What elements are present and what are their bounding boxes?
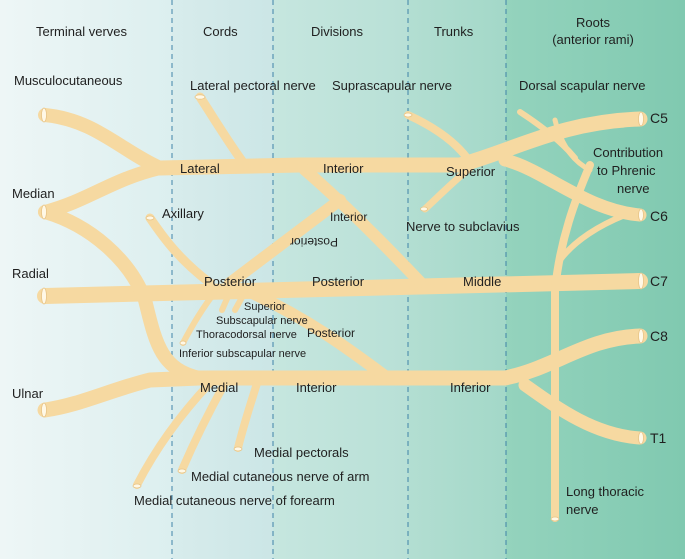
cut-end-t1 xyxy=(638,431,644,445)
label-medial-cutaneous-forearm: Medial cutaneous nerve of forearm xyxy=(134,493,335,508)
nerve-musculocutaneous xyxy=(38,108,167,175)
label-superior-subscapular-line1: Superior xyxy=(244,301,286,313)
cut-end-long-thoracic xyxy=(550,516,560,522)
branch-axillary xyxy=(145,213,215,288)
label-medial-pectorals: Medial pectorals xyxy=(254,445,349,460)
branch-medial-cutaneous-forearm xyxy=(133,379,214,489)
cut-end-suprascapular xyxy=(403,112,413,118)
cut-end-ulnar xyxy=(41,402,47,418)
branch-inferior-subscapular xyxy=(180,289,218,346)
nerve-cut-ends xyxy=(41,94,644,522)
label-division-interior-middle: Interior xyxy=(330,210,368,224)
label-cord-lateral: Lateral xyxy=(180,161,220,176)
label-trunk-middle: Middle xyxy=(463,274,502,289)
header-terminal: Terminal verves xyxy=(36,24,128,39)
label-division-posterior-middle: Posterior xyxy=(312,274,365,289)
header-roots: Roots (anterior rami) xyxy=(543,14,643,48)
label-trunk-superior: Superior xyxy=(446,164,496,179)
root-label-c8: C8 xyxy=(650,328,668,344)
header-trunks: Trunks xyxy=(434,24,474,39)
division-posterior-lower xyxy=(244,286,391,382)
label-division-interior-upper: Interior xyxy=(323,161,364,176)
label-division-interior-lower: Interior xyxy=(296,380,337,395)
label-ulnar: Ulnar xyxy=(12,386,44,401)
label-division-posterior-lower: Posterior xyxy=(307,326,356,340)
label-axillary: Axillary xyxy=(162,206,204,221)
cut-end-medial-cutaneous-arm xyxy=(177,468,187,474)
label-lateral-pectoral: Lateral pectoral nerve xyxy=(190,78,316,93)
label-superior-subscapular: Superior Subscapular nerve xyxy=(216,300,308,328)
branch-long-thoracic-c6 xyxy=(557,212,628,263)
division-lateral-to-middle xyxy=(299,164,426,288)
label-radial: Radial xyxy=(12,266,49,281)
branch-superior-subscapular xyxy=(232,289,248,313)
nerve-paths xyxy=(37,92,648,522)
label-dorsal-scapular: Dorsal scapular nerve xyxy=(519,78,646,93)
label-phrenic-line1: Contribution xyxy=(593,145,664,160)
cut-end-radial xyxy=(41,287,47,305)
cut-end-median xyxy=(41,204,47,220)
nerve-c8-ulnar xyxy=(37,328,648,418)
nerve-t1-join xyxy=(518,378,647,445)
cut-end-c7 xyxy=(638,272,644,290)
label-cord-medial: Medial xyxy=(200,380,239,395)
branch-medial-cutaneous-arm xyxy=(178,379,229,474)
label-trunk-inferior: Inferior xyxy=(450,380,491,395)
label-long-thoracic-line1: Long thoracic xyxy=(566,484,645,499)
label-long-thoracic-line2: nerve xyxy=(566,502,599,517)
label-long-thoracic: Long thoracic nerve xyxy=(566,483,644,519)
label-cord-posterior: Posterior xyxy=(204,274,257,289)
root-label-t1: T1 xyxy=(650,430,667,446)
label-medial-cutaneous-arm: Medial cutaneous nerve of arm xyxy=(191,469,370,484)
nerve-c5-lateral xyxy=(152,111,648,176)
cut-end-musculocutaneous xyxy=(41,107,47,123)
branch-long-thoracic xyxy=(551,161,594,522)
label-phrenic-line2: to Phrenic xyxy=(597,163,656,178)
header-roots-subtitle: (anterior rami) xyxy=(552,32,634,47)
header-roots-title: Roots xyxy=(576,15,610,30)
cut-end-c6 xyxy=(638,208,644,222)
header-cords: Cords xyxy=(203,24,238,39)
cords-column xyxy=(172,0,273,559)
nerve-c6-join xyxy=(498,153,647,222)
root-label-c5: C5 xyxy=(650,110,668,126)
label-median: Median xyxy=(12,186,55,201)
cut-end-medial-pectorals xyxy=(233,446,243,452)
label-musculocutaneous: Musculocutaneous xyxy=(14,73,123,88)
branch-medial-pectorals xyxy=(234,376,262,452)
cut-end-subclavius xyxy=(420,206,428,212)
cut-end-medial-cutaneous-forearm xyxy=(132,483,142,489)
nerve-median-lower xyxy=(38,205,207,385)
label-division-posterior-flipped: Posterior xyxy=(290,235,339,249)
label-inferior-subscapular: Inferior subscapular nerve xyxy=(179,348,307,360)
header-divisions: Divisions xyxy=(311,24,364,39)
cut-end-inferior-subscapular xyxy=(179,340,187,346)
branch-phrenic xyxy=(552,117,593,173)
division-posterior-cross xyxy=(224,194,346,289)
branch-lateral-pectoral xyxy=(195,92,250,170)
cut-end-lateral-pectoral xyxy=(194,94,206,100)
branch-subclavius xyxy=(421,164,474,213)
label-superior-subscapular-line2: Subscapular nerve xyxy=(216,315,308,327)
label-phrenic: Contribution to Phrenic nerve xyxy=(593,144,663,198)
label-thoracodorsal: Thoracodorsal nerve xyxy=(196,329,297,341)
root-label-c7: C7 xyxy=(650,273,668,289)
label-subclavius: Nerve to subclavius xyxy=(406,219,520,234)
cut-end-c5 xyxy=(638,111,644,127)
cut-end-c8 xyxy=(638,328,644,344)
root-label-c6: C6 xyxy=(650,208,668,224)
label-phrenic-line3: nerve xyxy=(617,181,650,196)
branch-thoracodorsal xyxy=(219,289,233,313)
nerve-median-upper xyxy=(38,161,167,219)
cut-end-axillary xyxy=(145,215,155,221)
branch-suprascapular xyxy=(404,111,474,166)
label-suprascapular: Suprascapular nerve xyxy=(332,78,452,93)
